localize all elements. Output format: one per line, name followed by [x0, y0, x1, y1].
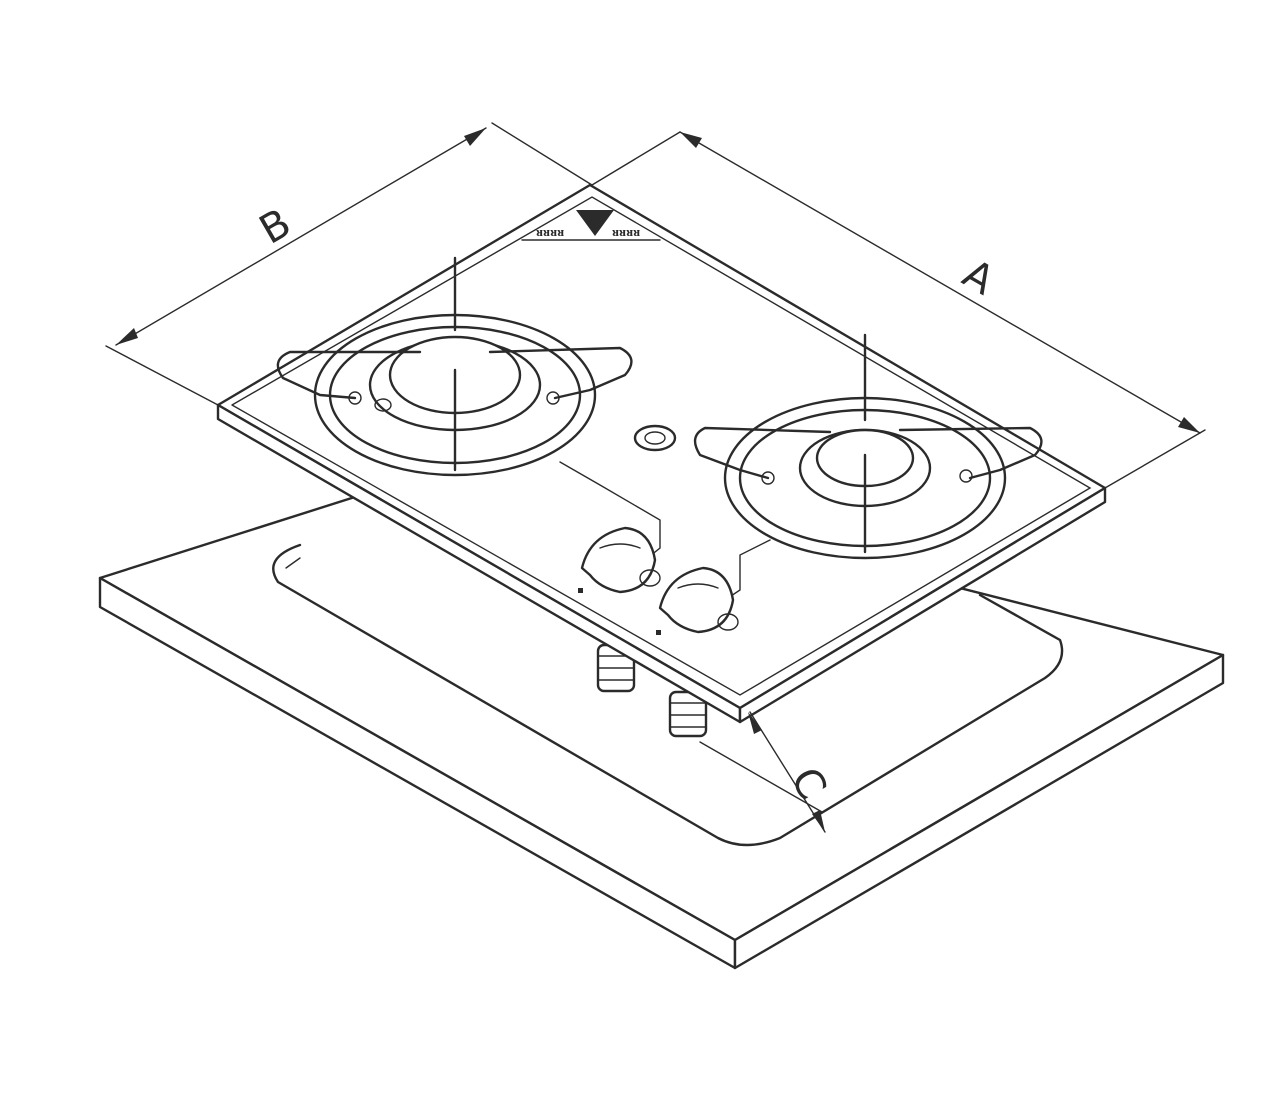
gas-pipe-left	[559, 461, 661, 561]
svg-text:ᴚᴚᴚᴚ: ᴚᴚᴚᴚ	[612, 225, 640, 240]
brand-logo: ᴚᴚᴚᴚ ᴚᴚᴚᴚ	[521, 210, 661, 241]
pan-support-left	[276, 256, 633, 472]
igniter-button	[633, 424, 677, 452]
countertop	[98, 460, 1225, 970]
svg-text:ᴚᴚᴚᴚ: ᴚᴚᴚᴚ	[536, 225, 564, 240]
dimension-b-label: B	[252, 200, 299, 254]
dimension-a-label: A	[955, 251, 1002, 305]
logo-triangle-icon	[576, 210, 614, 236]
control-knob-left	[578, 526, 661, 594]
countertop-cutout	[272, 543, 1064, 847]
pan-support-right	[693, 333, 1043, 554]
control-knob-right	[656, 566, 739, 635]
